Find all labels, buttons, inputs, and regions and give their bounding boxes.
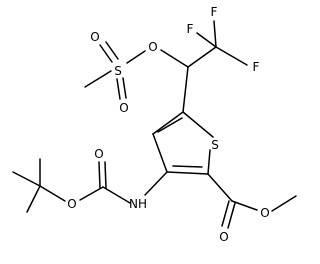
bond bbox=[271, 195, 297, 212]
bond bbox=[98, 161, 101, 189]
bond bbox=[126, 50, 146, 64]
bond bbox=[84, 70, 112, 88]
bond bbox=[105, 41, 119, 60]
bond bbox=[157, 117, 183, 133]
bond-lines bbox=[12, 20, 297, 229]
bond bbox=[196, 32, 217, 48]
bond bbox=[102, 186, 131, 204]
atom-nh: NH bbox=[129, 197, 147, 211]
bond bbox=[160, 49, 189, 68]
bond bbox=[172, 165, 203, 168]
bond bbox=[26, 185, 41, 213]
bond bbox=[116, 78, 121, 100]
atom-o-ester-methoxy: O bbox=[260, 206, 269, 220]
bond bbox=[152, 133, 168, 173]
chemical-structure: O S O O F F F S O O NH O O bbox=[12, 5, 297, 244]
bond bbox=[12, 171, 41, 187]
atom-o-sulfonyl-bottom: O bbox=[119, 101, 128, 115]
bond bbox=[182, 111, 214, 138]
atom-f-top: F bbox=[211, 5, 218, 19]
bond bbox=[227, 202, 236, 229]
bond bbox=[152, 111, 184, 135]
bond bbox=[213, 20, 217, 48]
atom-s-sulfonyl: S bbox=[114, 64, 122, 78]
atom-f-right: F bbox=[253, 60, 260, 74]
bond bbox=[144, 171, 168, 196]
atom-labels: O S O O F F F S O O NH O O bbox=[67, 5, 269, 244]
bond bbox=[104, 161, 107, 189]
atom-o-boc-carbonyl: O bbox=[94, 147, 103, 161]
bond bbox=[79, 186, 104, 201]
bond bbox=[166, 171, 209, 175]
atom-s-thiophene: S bbox=[211, 138, 219, 152]
bond bbox=[122, 77, 127, 99]
atom-o-sulfonyl-top: O bbox=[90, 30, 99, 44]
bond bbox=[207, 149, 211, 175]
bond bbox=[39, 185, 66, 202]
bond bbox=[182, 66, 189, 113]
bond bbox=[231, 200, 258, 211]
bond bbox=[215, 46, 248, 66]
bond bbox=[99, 44, 113, 63]
atom-f-left: F bbox=[187, 22, 194, 36]
bond bbox=[187, 46, 217, 68]
bond bbox=[221, 200, 230, 227]
atom-o-boc-ether: O bbox=[67, 197, 76, 211]
bond bbox=[207, 173, 233, 202]
atom-o-ester-link: O bbox=[148, 40, 157, 54]
atom-o-ester-carbonyl: O bbox=[219, 230, 228, 244]
